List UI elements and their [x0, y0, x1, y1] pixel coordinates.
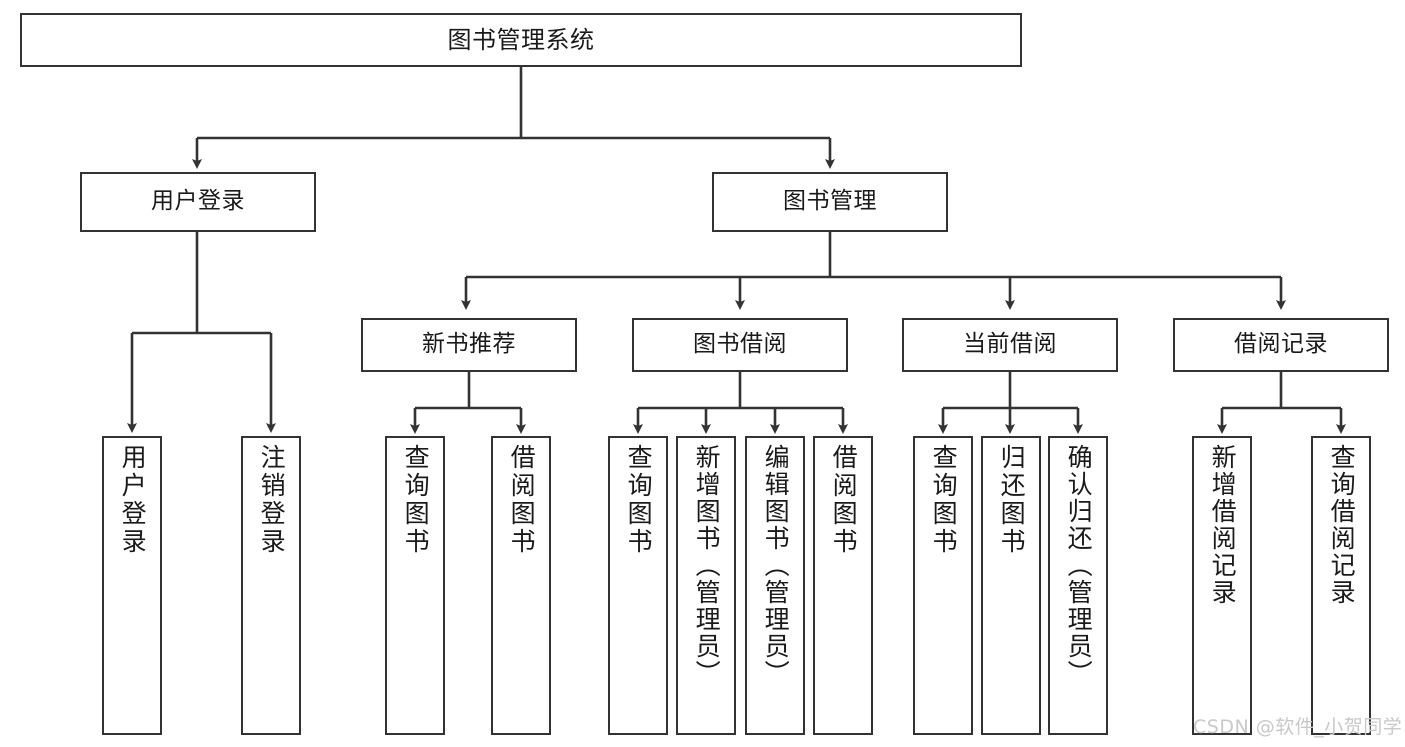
- node-leaf-borrow-book-1[interactable]: 借阅图书: [491, 436, 551, 735]
- node-leaf-query-book-2-label: 查询图书: [624, 444, 654, 556]
- node-root[interactable]: 图书管理系统: [20, 13, 1022, 67]
- node-new-book-recommend[interactable]: 新书推荐: [361, 318, 577, 372]
- node-leaf-edit-book-label: 编辑图书（管理员）: [761, 444, 791, 687]
- node-leaf-return-book-label: 归还图书: [997, 444, 1027, 556]
- node-leaf-edit-book[interactable]: 编辑图书（管理员）: [745, 436, 805, 735]
- node-current-borrow[interactable]: 当前借阅: [902, 318, 1118, 372]
- node-leaf-query-book-1-label: 查询图书: [401, 444, 431, 556]
- node-leaf-add-book-label: 新增图书（管理员）: [692, 444, 722, 687]
- node-user-login[interactable]: 用户登录: [80, 172, 316, 232]
- node-leaf-query-book-3[interactable]: 查询图书: [913, 436, 973, 735]
- node-leaf-add-record[interactable]: 新增借阅记录: [1192, 436, 1252, 735]
- node-book-borrow[interactable]: 图书借阅: [632, 318, 848, 372]
- node-borrow-record[interactable]: 借阅记录: [1173, 318, 1389, 372]
- node-leaf-logout-label: 注销登录: [257, 444, 287, 556]
- node-leaf-borrow-book-1-label: 借阅图书: [507, 444, 537, 556]
- node-leaf-borrow-book-2[interactable]: 借阅图书: [813, 436, 873, 735]
- node-leaf-query-record[interactable]: 查询借阅记录: [1311, 436, 1371, 735]
- node-book-manage-label: 图书管理: [783, 188, 877, 215]
- node-leaf-query-book-3-label: 查询图书: [929, 444, 959, 556]
- watermark: CSDN @软件_小贺同学: [1193, 716, 1403, 738]
- node-current-borrow-label: 当前借阅: [963, 331, 1057, 358]
- node-leaf-add-book[interactable]: 新增图书（管理员）: [676, 436, 736, 735]
- node-leaf-query-book-1[interactable]: 查询图书: [385, 436, 445, 735]
- node-book-borrow-label: 图书借阅: [693, 331, 787, 358]
- node-leaf-add-record-label: 新增借阅记录: [1208, 444, 1238, 606]
- node-borrow-record-label: 借阅记录: [1234, 331, 1328, 358]
- node-leaf-user-login-label: 用户登录: [118, 444, 148, 556]
- node-leaf-user-login[interactable]: 用户登录: [102, 436, 162, 735]
- node-leaf-logout[interactable]: 注销登录: [241, 436, 301, 735]
- node-leaf-confirm-return-label: 确认归还（管理员）: [1064, 444, 1094, 687]
- node-leaf-borrow-book-2-label: 借阅图书: [829, 444, 859, 556]
- node-leaf-query-book-2[interactable]: 查询图书: [608, 436, 668, 735]
- node-new-book-recommend-label: 新书推荐: [422, 331, 516, 358]
- node-book-manage[interactable]: 图书管理: [712, 172, 948, 232]
- node-leaf-confirm-return[interactable]: 确认归还（管理员）: [1048, 436, 1108, 735]
- node-root-label: 图书管理系统: [447, 25, 595, 54]
- node-leaf-query-record-label: 查询借阅记录: [1327, 444, 1357, 606]
- node-user-login-label: 用户登录: [151, 188, 245, 215]
- node-leaf-return-book[interactable]: 归还图书: [981, 436, 1041, 735]
